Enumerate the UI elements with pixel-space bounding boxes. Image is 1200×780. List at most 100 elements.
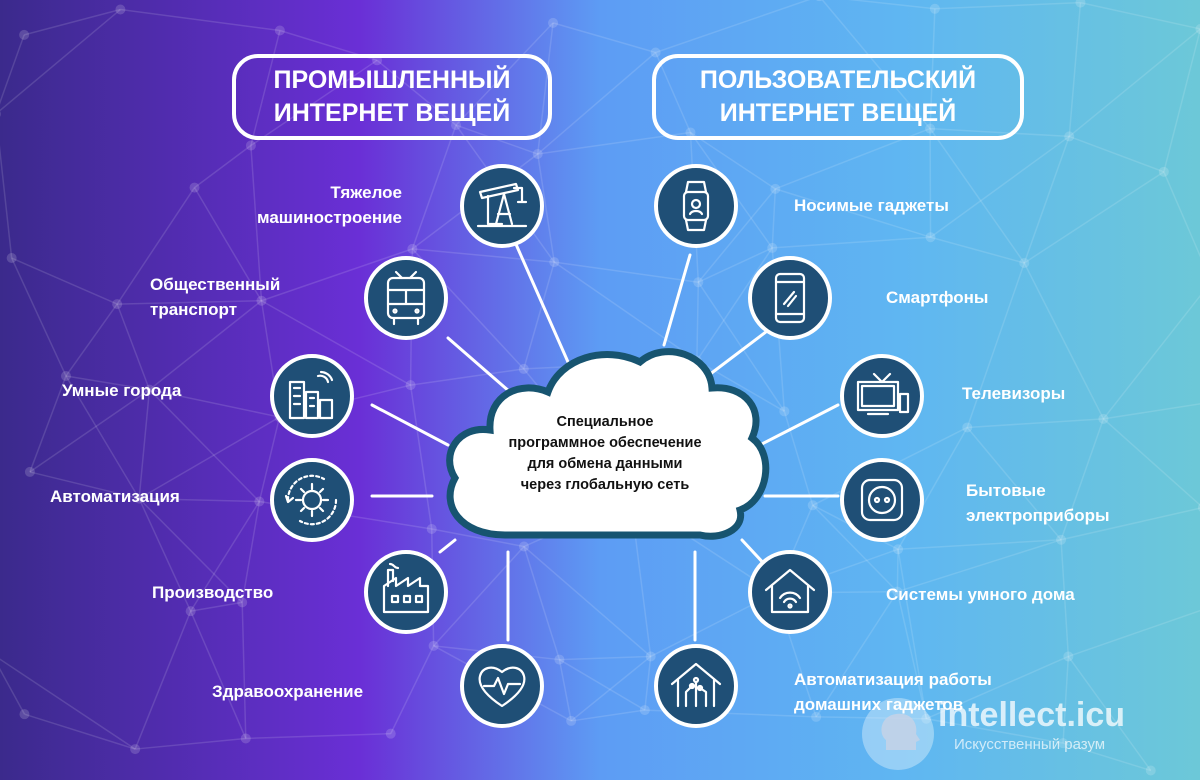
mesh-node bbox=[925, 232, 936, 243]
label-smartphones-line-1: Смартфоны bbox=[886, 288, 989, 307]
mesh-line bbox=[783, 411, 814, 506]
mesh-node bbox=[925, 123, 936, 134]
mesh-node bbox=[240, 733, 251, 744]
mesh-line bbox=[930, 135, 1070, 238]
mesh-line bbox=[1062, 656, 1070, 744]
mesh-node bbox=[112, 299, 123, 310]
cloud-line-4: через глобальную сеть bbox=[520, 477, 690, 493]
label-smart-home-line-1: Системы умного дома bbox=[886, 585, 1075, 604]
label-automation-line-1: Автоматизация bbox=[50, 487, 180, 506]
mesh-line bbox=[29, 471, 140, 500]
mesh-node bbox=[185, 606, 196, 617]
tv-icon bbox=[838, 352, 926, 440]
mesh-line bbox=[929, 128, 1025, 264]
mesh-line bbox=[537, 51, 657, 155]
mesh-node bbox=[144, 384, 155, 395]
mesh-node bbox=[811, 711, 822, 722]
mesh-line bbox=[0, 34, 25, 105]
mesh-line bbox=[1068, 135, 1165, 173]
mesh-line bbox=[189, 610, 247, 739]
label-manufacturing: Производство bbox=[152, 580, 273, 605]
mesh-line bbox=[1103, 403, 1200, 420]
mesh-line bbox=[134, 610, 192, 750]
mesh-line bbox=[0, 144, 13, 259]
label-smart-cities: Умные города bbox=[62, 378, 181, 403]
mesh-line bbox=[898, 539, 1062, 550]
mesh-line bbox=[1062, 742, 1151, 772]
mesh-line bbox=[559, 655, 651, 661]
mesh-node bbox=[428, 640, 439, 651]
connector-tv bbox=[758, 403, 840, 447]
mesh-node bbox=[405, 380, 416, 391]
mesh-line bbox=[23, 8, 121, 36]
label-smart-home: Системы умного дома bbox=[886, 582, 1075, 607]
mesh-line bbox=[1163, 28, 1200, 173]
mesh-node bbox=[60, 370, 71, 381]
industrial-iot-title: ПРОМЫШЛЕННЫЙ ИНТЕРНЕТ ВЕЩЕЙ bbox=[232, 54, 552, 140]
mesh-line bbox=[926, 655, 1069, 720]
mesh-line bbox=[261, 248, 413, 302]
label-heavy-industry-line-2: машиностроение bbox=[256, 208, 402, 227]
mesh-node bbox=[426, 523, 437, 534]
label-healthcare: Здравоохранение bbox=[212, 679, 363, 704]
mesh-node bbox=[0, 111, 1, 117]
mesh-line bbox=[553, 261, 698, 362]
mesh-node bbox=[130, 744, 141, 755]
mesh-line bbox=[190, 601, 243, 612]
mesh-line bbox=[390, 645, 435, 735]
mesh-line bbox=[258, 416, 281, 502]
mesh-line bbox=[0, 658, 136, 750]
mesh-line bbox=[812, 504, 898, 593]
label-home-automation-line-2: домашних гаджетов bbox=[794, 695, 964, 714]
mesh-line bbox=[116, 187, 196, 305]
mesh-node bbox=[254, 496, 265, 507]
label-home-automation-line-1: Автоматизация работы bbox=[794, 670, 992, 689]
mesh-line bbox=[1060, 418, 1105, 541]
mesh-line bbox=[431, 528, 525, 548]
consumer-title-line-1: ПОЛЬЗОВАТЕЛЬСКИЙ bbox=[699, 66, 977, 94]
mesh-line bbox=[1060, 539, 1070, 657]
mesh-node bbox=[6, 253, 17, 264]
watermark-brand: intellect.icu bbox=[938, 696, 1126, 734]
mesh-node bbox=[134, 493, 145, 504]
mesh-node bbox=[519, 541, 530, 552]
label-public-transport-line-1: Общественный bbox=[150, 275, 281, 294]
connector-manufacturing bbox=[438, 538, 457, 554]
mesh-line bbox=[1068, 2, 1082, 137]
mesh-node bbox=[548, 17, 559, 28]
mesh-line bbox=[847, 0, 935, 10]
mesh-line bbox=[138, 389, 151, 499]
mesh-node bbox=[921, 713, 932, 724]
label-public-transport: Общественный транспорт bbox=[150, 272, 280, 322]
mesh-line bbox=[821, 0, 931, 130]
label-smart-cities-line-1: Умные города bbox=[62, 381, 182, 400]
mesh-line bbox=[1060, 507, 1200, 541]
mesh-node bbox=[1058, 738, 1069, 749]
mesh-node bbox=[685, 127, 696, 138]
smartwatch-icon bbox=[652, 162, 740, 250]
mesh-node bbox=[1075, 0, 1086, 8]
mesh-line bbox=[65, 375, 140, 499]
mesh-line bbox=[409, 385, 433, 530]
mesh-node bbox=[19, 709, 30, 720]
mesh-line bbox=[696, 282, 700, 361]
mesh-line bbox=[897, 549, 928, 719]
label-appliances-line-1: Бытовые bbox=[966, 481, 1046, 500]
mesh-line bbox=[697, 188, 776, 283]
mesh-line bbox=[148, 389, 260, 503]
mesh-line bbox=[696, 359, 785, 412]
mesh-line bbox=[644, 656, 652, 711]
mesh-line bbox=[0, 8, 121, 112]
mesh-line bbox=[929, 8, 936, 129]
connector-smartphones bbox=[703, 323, 777, 380]
connector-wearables bbox=[662, 253, 692, 347]
smart-city-icon bbox=[268, 352, 356, 440]
mesh-node bbox=[1064, 131, 1075, 142]
mesh-line bbox=[1102, 294, 1200, 420]
label-tv: Телевизоры bbox=[962, 381, 1065, 406]
mesh-node bbox=[650, 47, 661, 58]
mesh-line bbox=[411, 124, 457, 250]
mesh-node bbox=[929, 3, 940, 14]
mesh-line bbox=[930, 236, 1025, 264]
mesh-node bbox=[639, 705, 650, 716]
